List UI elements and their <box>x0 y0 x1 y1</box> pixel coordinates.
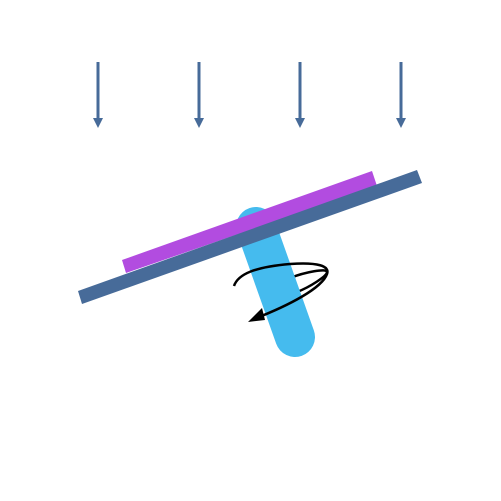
rotation-arrow-icon <box>232 262 329 321</box>
rotation-arrowhead <box>248 308 265 322</box>
tilted-plate <box>78 170 422 304</box>
incoming-arrows <box>93 62 406 128</box>
top-layer <box>122 171 377 273</box>
rotating-shaft <box>236 207 315 357</box>
